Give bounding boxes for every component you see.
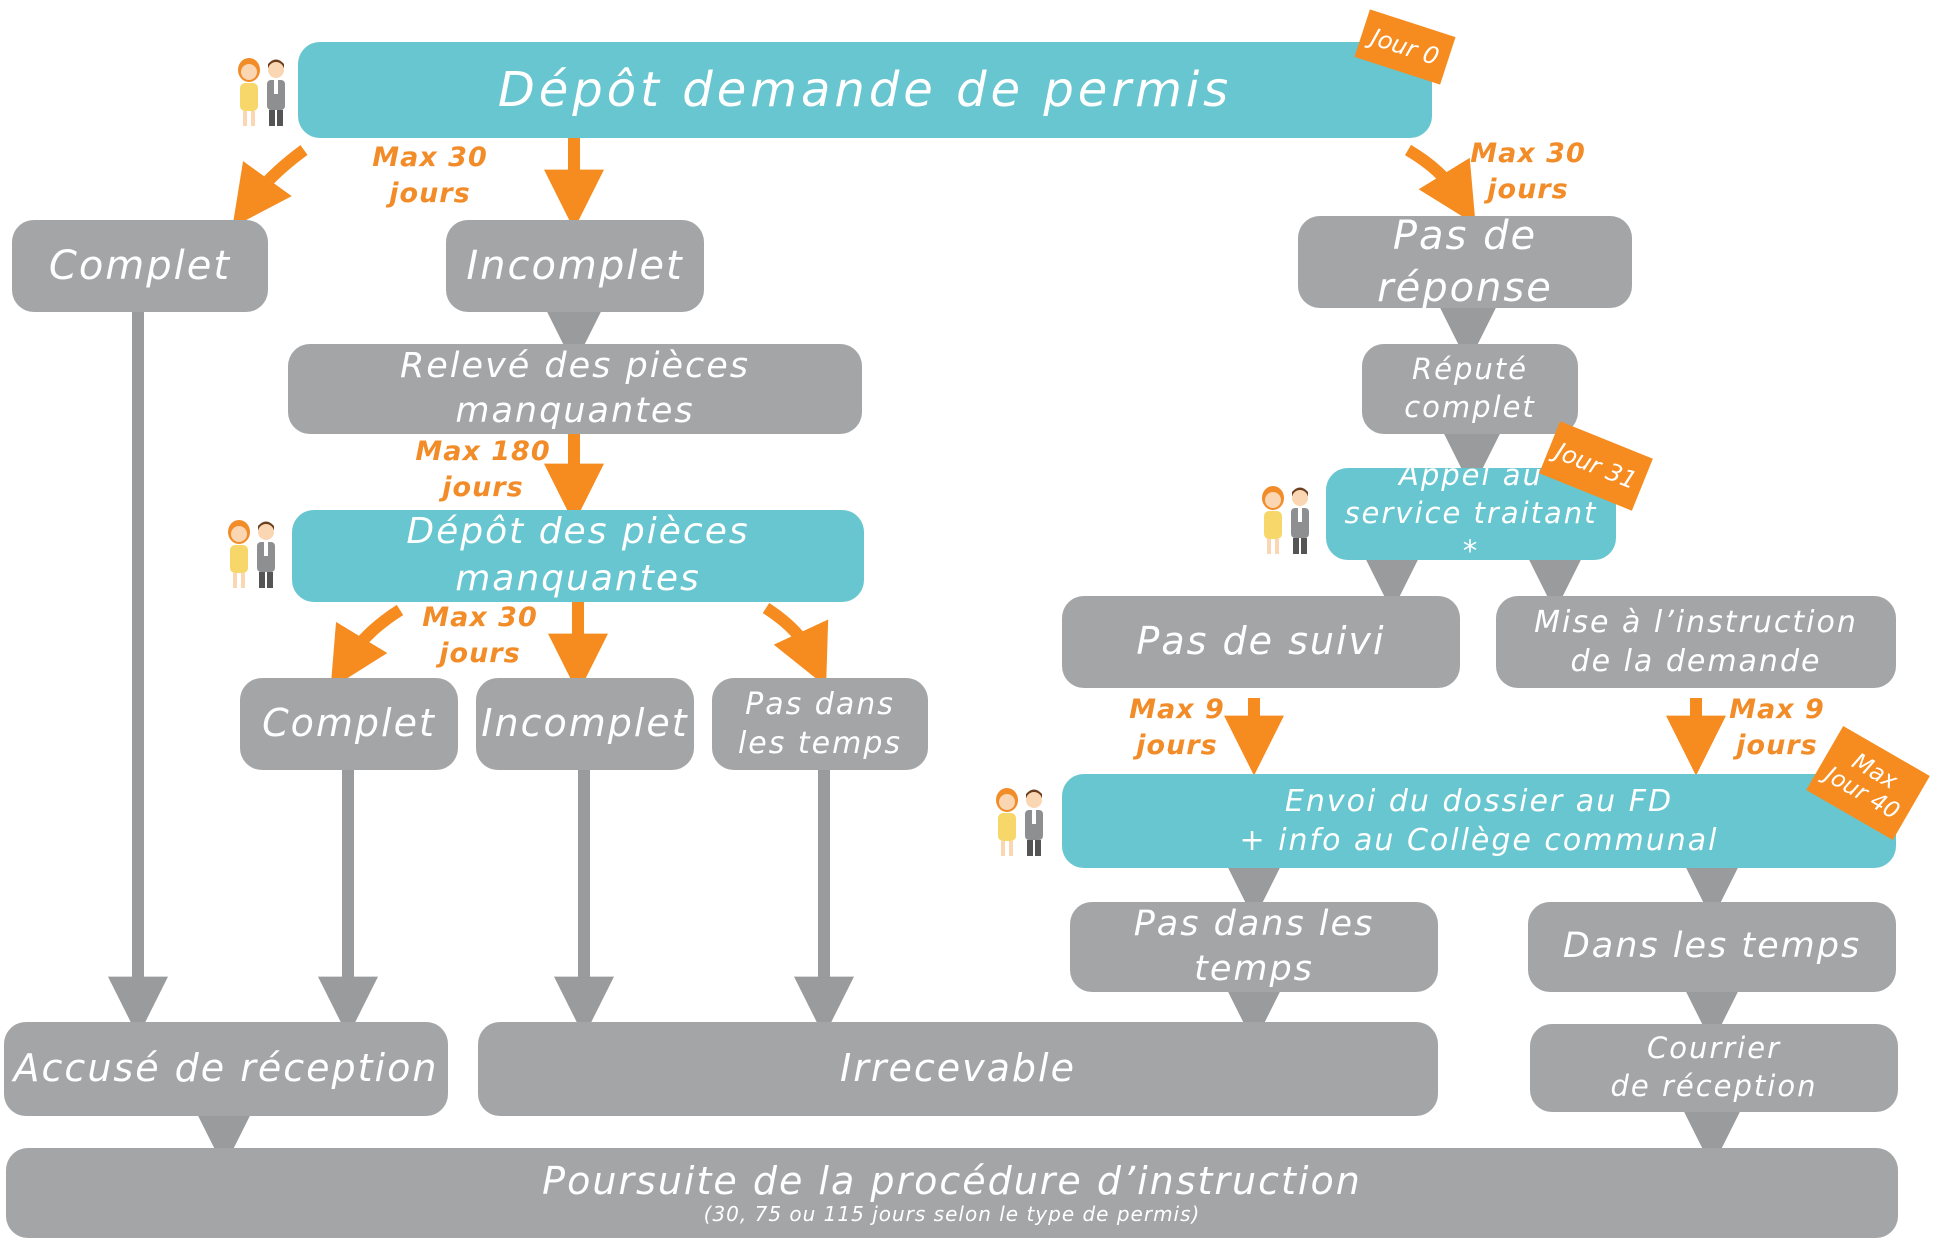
- label-max9-a: Max 9 jours: [1112, 692, 1242, 765]
- arrow-to-pas-de-reponse: [1404, 144, 1476, 225]
- node-depot-pieces-label: Dépôt des pièces manquantes: [406, 511, 750, 599]
- label-max180-line2: jours: [442, 472, 524, 504]
- node-complet-1-label: Complet: [48, 243, 232, 289]
- label-max30-c: Max 30 jours: [400, 600, 560, 673]
- node-appel-line2: service traitant *: [1344, 496, 1598, 568]
- couple-icon: [228, 520, 275, 588]
- node-complet-2-label: Complet: [262, 701, 436, 746]
- node-releve: Relevé des pièces manquantes: [288, 344, 862, 434]
- node-irrecevable: Irrecevable: [478, 1022, 1438, 1116]
- node-pas-de-suivi-label: Pas de suivi: [1136, 619, 1386, 664]
- arrow-to-pas-dans-les-temps-1: [762, 602, 829, 687]
- node-depot-demande-label: Dépôt demande de permis: [497, 61, 1233, 118]
- label-max30-c-line2: jours: [439, 638, 521, 670]
- node-poursuite-label: Poursuite de la procédure d’instruction: [542, 1158, 1362, 1203]
- node-repute-line2: complet: [1404, 390, 1536, 424]
- couple-icon: [1262, 486, 1309, 554]
- node-envoi-line1: Envoi du dossier au FD: [1284, 784, 1674, 819]
- node-incomplet-1-label: Incomplet: [466, 243, 684, 289]
- couple-icon: [996, 788, 1043, 856]
- node-accuse-reception: Accusé de réception: [4, 1022, 448, 1116]
- node-mise-instruction: Mise à l’instruction de la demande: [1496, 596, 1896, 688]
- node-complet-2: Complet: [240, 678, 458, 770]
- label-max9-b-line1: Max 9: [1729, 694, 1825, 725]
- label-max9-a-line1: Max 9: [1129, 694, 1225, 725]
- node-irrecevable-label: Irrecevable: [840, 1046, 1076, 1091]
- label-max30-a-line2: jours: [389, 178, 471, 210]
- label-max30-b-line1: Max 30: [1470, 138, 1586, 169]
- node-envoi-dossier: Envoi du dossier au FD + info au Collège…: [1062, 774, 1896, 868]
- node-pas-dans-line2: les temps: [737, 726, 903, 761]
- node-courrier-reception: Courrier de réception: [1530, 1024, 1898, 1112]
- node-courrier-line1: Courrier: [1646, 1031, 1782, 1066]
- node-poursuite: Poursuite de la procédure d’instruction …: [6, 1148, 1898, 1238]
- label-max30-a: Max 30 jours: [350, 140, 510, 213]
- tag-jour-0-text: Jour 0: [1367, 22, 1443, 71]
- node-repute-complet: Réputé complet: [1362, 344, 1578, 434]
- arrow-to-complet-2: [330, 604, 404, 689]
- node-pas-dans-les-temps-2: Pas dans les temps: [1070, 902, 1438, 992]
- node-pas-de-suivi: Pas de suivi: [1062, 596, 1460, 688]
- node-pas-de-reponse-label: Pas de réponse: [1377, 213, 1553, 311]
- couple-icon: [238, 58, 285, 126]
- node-mise-line2: de la demande: [1570, 644, 1822, 679]
- node-repute-line1: Réputé: [1412, 352, 1528, 387]
- node-pas-dans-les-temps-2-label: Pas dans les temps: [1133, 903, 1375, 990]
- label-max180: Max 180 jours: [408, 434, 558, 507]
- label-max180-line1: Max 180: [415, 436, 551, 467]
- node-envoi-line2: + info au Collège communal: [1239, 823, 1719, 858]
- node-mise-line1: Mise à l’instruction: [1534, 605, 1858, 640]
- node-accuse-label: Accusé de réception: [13, 1046, 439, 1091]
- node-complet-1: Complet: [12, 220, 268, 312]
- node-appel-line1: Appel au: [1399, 458, 1543, 493]
- label-max30-b-line2: jours: [1487, 174, 1569, 206]
- node-pas-de-reponse: Pas de réponse: [1298, 213, 1632, 311]
- node-pas-dans-line1: Pas dans: [745, 687, 895, 722]
- node-incomplet-2: Incomplet: [476, 678, 694, 770]
- node-courrier-line2: de réception: [1610, 1069, 1818, 1103]
- node-depot-pieces: Dépôt des pièces manquantes: [292, 510, 864, 602]
- node-incomplet-2-label: Incomplet: [481, 701, 689, 746]
- node-dans-les-temps: Dans les temps: [1528, 902, 1896, 992]
- label-max9-b: Max 9 jours: [1712, 692, 1842, 765]
- node-pas-dans-les-temps-1: Pas dans les temps: [712, 678, 928, 770]
- label-max30-a-line1: Max 30: [372, 142, 488, 173]
- label-max9-a-line2: jours: [1136, 730, 1218, 762]
- node-incomplet-1: Incomplet: [446, 220, 704, 312]
- node-depot-demande: Dépôt demande de permis: [298, 42, 1432, 138]
- label-max9-b-line2: jours: [1736, 730, 1818, 762]
- node-releve-label: Relevé des pièces manquantes: [399, 345, 751, 432]
- label-max30-c-line1: Max 30: [422, 602, 538, 633]
- node-dans-les-temps-label: Dans les temps: [1562, 926, 1862, 967]
- label-max30-b: Max 30 jours: [1448, 136, 1608, 209]
- node-poursuite-sub: (30, 75 ou 115 jours selon le type de pe…: [703, 1202, 1201, 1227]
- arrow-to-complet-1: [232, 145, 308, 228]
